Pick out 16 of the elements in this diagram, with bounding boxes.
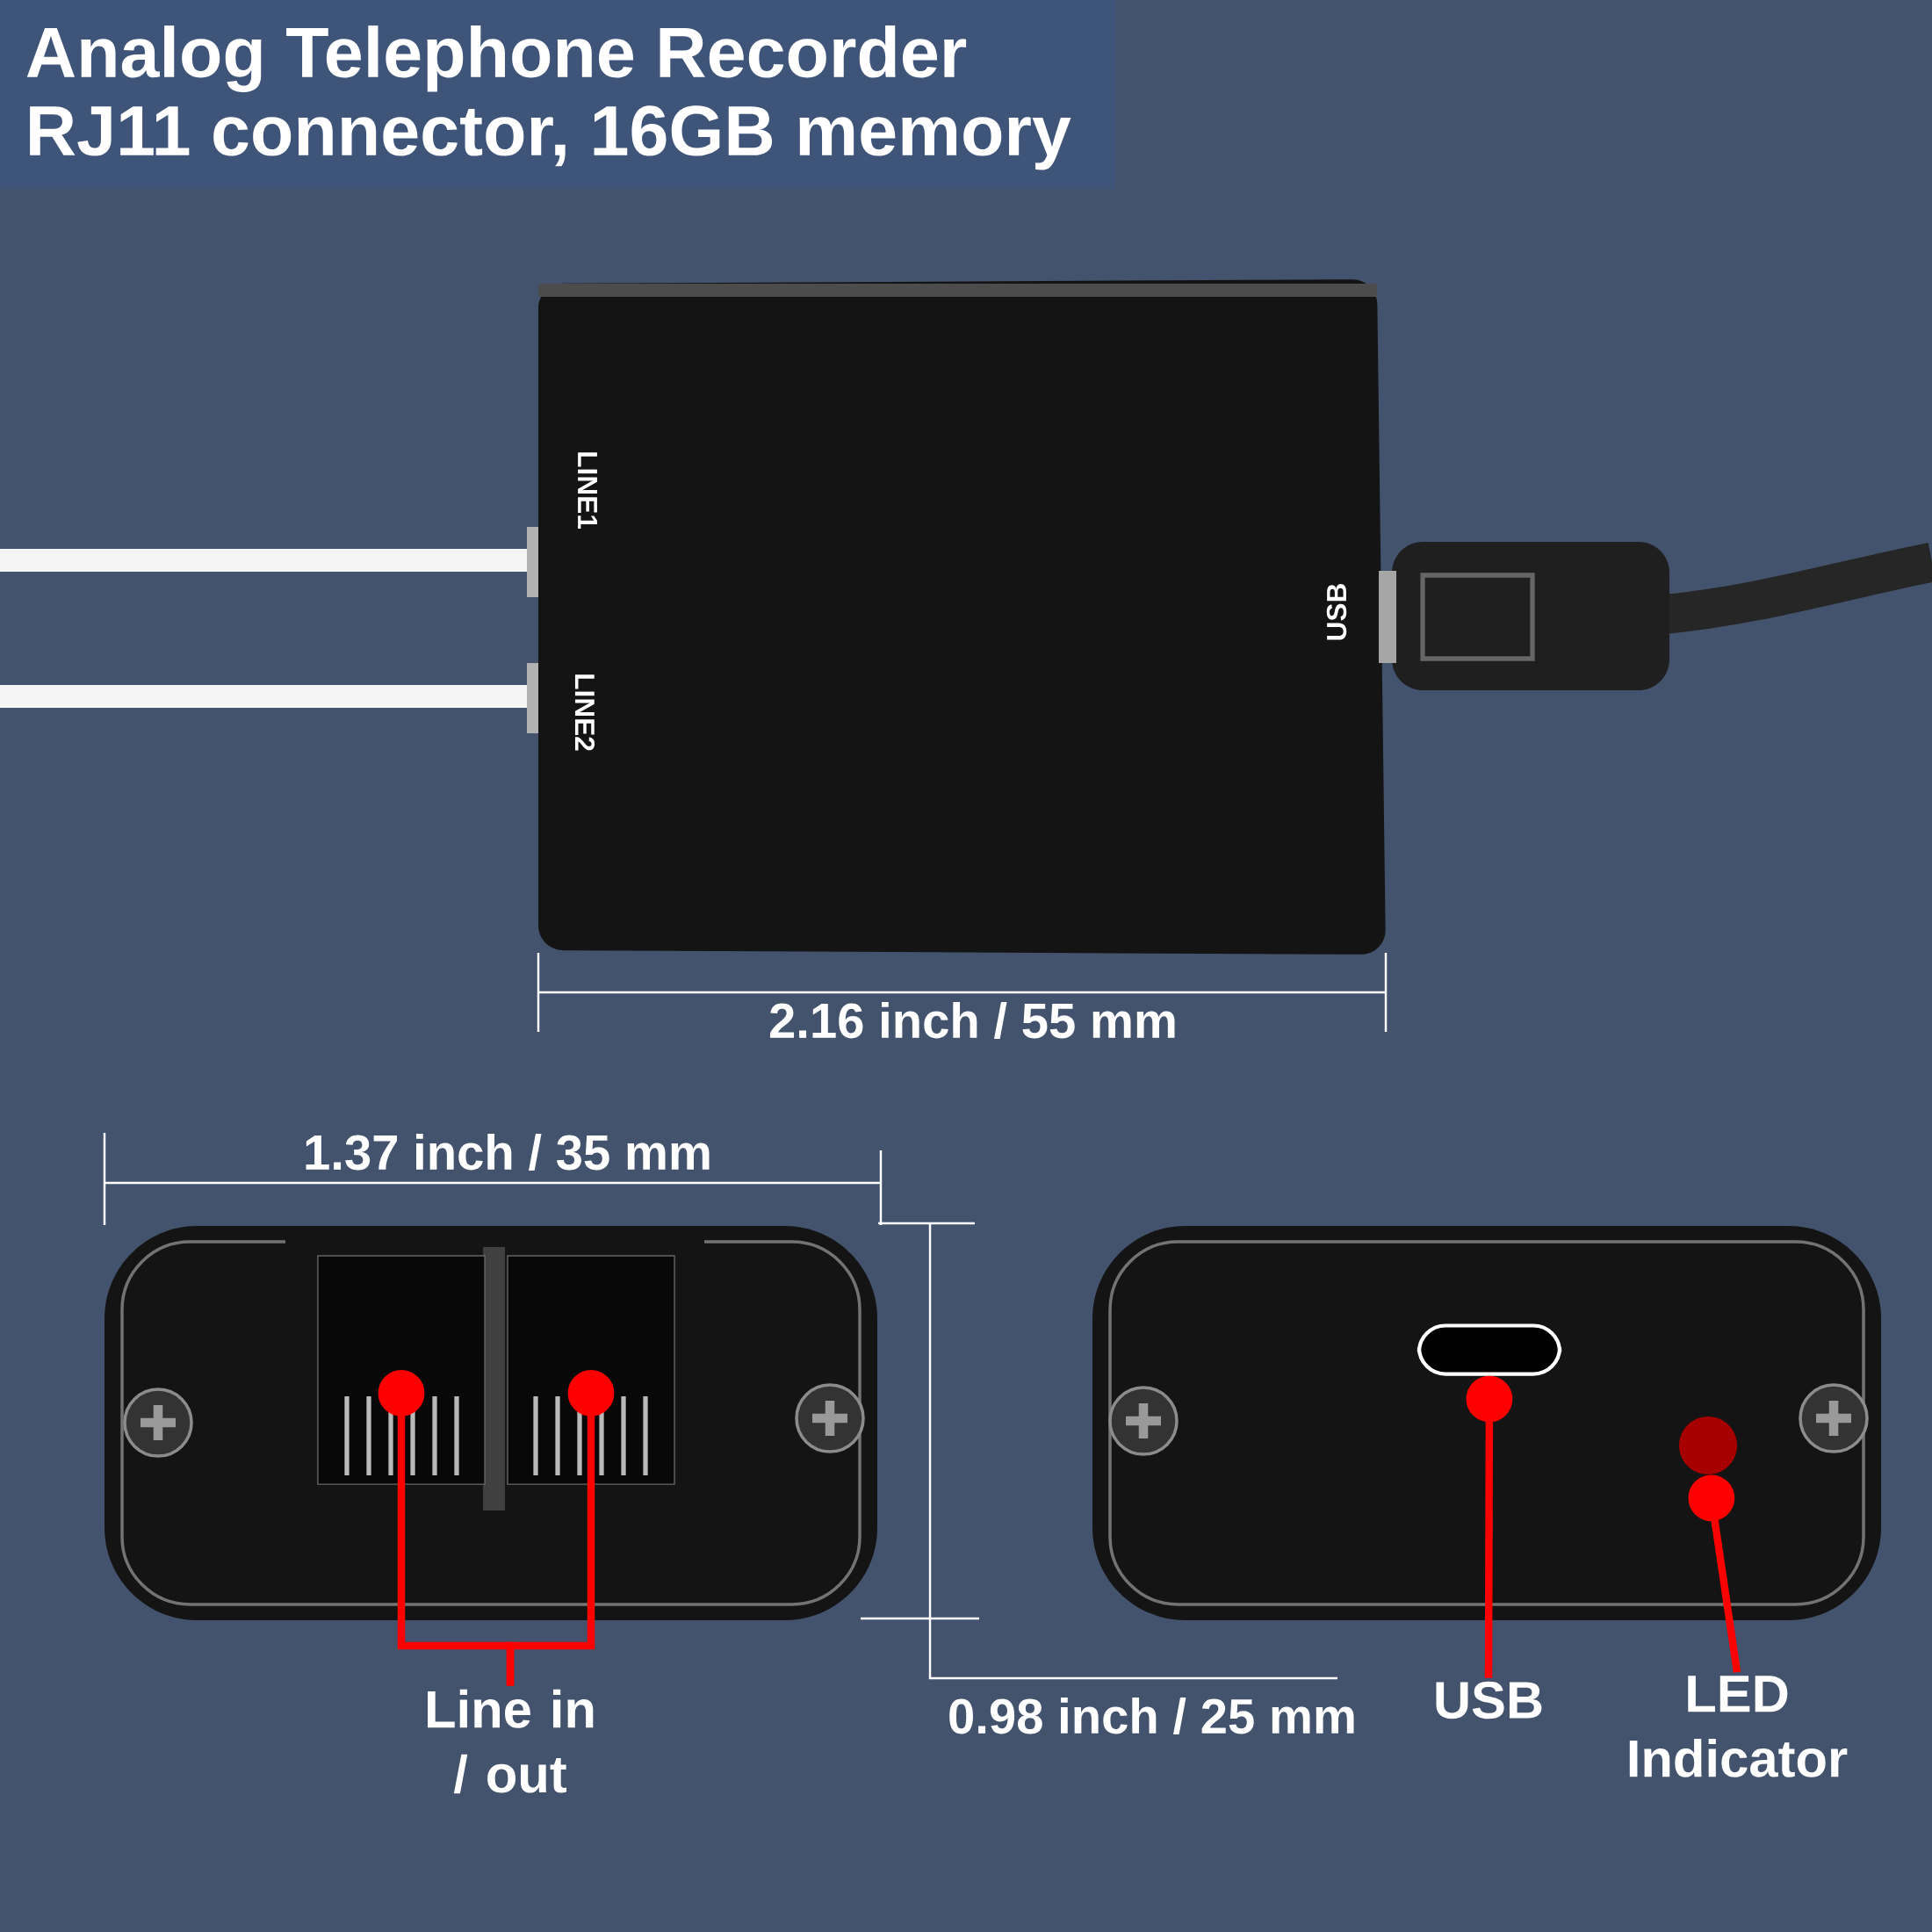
led-light bbox=[1679, 1417, 1738, 1475]
dimension-label: 0.98 inch / 25 mm bbox=[949, 1698, 1354, 1734]
port-marking: USB bbox=[1326, 584, 1347, 640]
callout-label: LED Indicator bbox=[1629, 1676, 1848, 1777]
micro-usb-port bbox=[1417, 1323, 1562, 1376]
title: Analog Telephone Recorder bbox=[26, 25, 967, 92]
dimension-label: 2.16 inch / 55 mm bbox=[769, 1002, 1175, 1039]
leader-line bbox=[506, 1370, 615, 1686]
leader-line bbox=[1466, 1375, 1513, 1678]
subtitle: RJ11 connector, 16GB memory bbox=[30, 105, 1071, 170]
leader-line bbox=[1688, 1474, 1741, 1673]
callout-label: Line in / out bbox=[428, 1689, 594, 1794]
dimension-label: 1.37 inch / 35 mm bbox=[306, 1134, 710, 1171]
callout-label: USB bbox=[1436, 1681, 1542, 1719]
port-marking: LINE1 bbox=[578, 452, 597, 529]
port-marking: LINE2 bbox=[574, 674, 595, 751]
